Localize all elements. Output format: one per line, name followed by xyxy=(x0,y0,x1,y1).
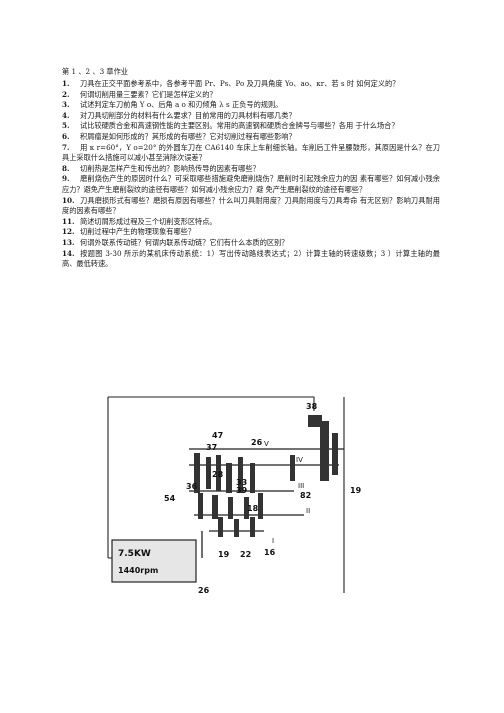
question-item: 5. 试比较硬质合金和高速钢性能的主要区别。常用的高速钢和硬质合金牌号与哪些？各用… xyxy=(62,121,440,132)
question-text: 切削热是怎样产生和传出的？影响热传导的因素有哪些？ xyxy=(80,163,260,173)
question-text: 磨削烧伤产生的原因时什么？可采取哪些措施避免磨削烧伤？磨削时引起残余应力的因 素… xyxy=(62,174,440,194)
question-item: 4. 对刀具切削部分的材料有什么要求？目前常用的刀具材料有哪几类？ xyxy=(62,111,440,122)
gear-block xyxy=(216,455,221,491)
question-text: 刀具磨损形式有哪些？磨损有原因有哪些？什么叫刀具耐用度？刀具耐用度与刀具寿命 有… xyxy=(62,195,440,216)
question-item: 14.按题图 3-30 所示的某机床传动系统：1）写出传动路线表达式；2）计算主… xyxy=(62,249,440,270)
motor-speed-label: 1440rpm xyxy=(118,566,158,575)
gear-block xyxy=(238,457,243,493)
gear-block xyxy=(244,497,249,519)
motor: 7.5KW 1440rpm xyxy=(111,539,197,583)
question-text: 何谓外联系传动链？何谓内联系传动链？它们有什么本质的区别？ xyxy=(80,237,289,247)
gear-block xyxy=(250,517,255,537)
shaft-label: II xyxy=(306,507,310,515)
question-number: 8. xyxy=(62,163,70,173)
gear-label: 36 xyxy=(186,482,198,491)
question-text: 刀具在正交平面参考系中，各参考平面 Pr、Ps、Po 及刀具角度 Yo、ao、κ… xyxy=(80,79,400,88)
motor-power-label: 7.5KW xyxy=(118,549,151,559)
gear-label: 82 xyxy=(300,491,311,500)
gear-block xyxy=(218,517,223,537)
gear-block xyxy=(212,495,218,519)
question-number: 9. xyxy=(62,174,70,184)
shaft-label: III xyxy=(298,482,304,490)
question-number: 11. xyxy=(62,216,75,226)
question-item: 11. 简述切屑形成过程及三个切削变形区特点。 xyxy=(62,217,440,228)
question-item: 9.磨削烧伤产生的原因时什么？可采取哪些措施避免磨削烧伤？磨削时引起残余应力的因… xyxy=(62,174,440,195)
shaft-label: I xyxy=(272,537,274,545)
question-number: 14. xyxy=(62,248,75,258)
gear-block xyxy=(228,497,233,519)
question-text: 试述判定车刀前角 Y o、后角 a o 和刃倾角 λ s 正负号的规则。 xyxy=(80,100,283,110)
question-text: 对刀具切削部分的材料有什么要求？目前常用的刀具材料有哪几类？ xyxy=(80,110,296,120)
page-heading: 第 1 、2 、3 章作业 xyxy=(62,67,128,76)
question-number: 2. xyxy=(62,89,70,99)
gear-block xyxy=(290,455,295,481)
question-number: 4. xyxy=(62,110,70,120)
gear-label: 18 xyxy=(247,504,259,513)
question-number: 5. xyxy=(62,121,70,131)
question-text: 简述切屑形成过程及三个切削变形区特点。 xyxy=(80,216,217,226)
question-text: 按题图 3-30 所示的某机床传动系统：1）写出传动路线表达式；2）计算主轴的转… xyxy=(62,248,440,269)
gear-block xyxy=(234,519,239,537)
question-item: 6. 积屑瘤是如何形成的？其形成的有哪些？它对切削过程有哪些影响？ xyxy=(62,132,440,143)
question-text: 积屑瘤是如何形成的？其形成的有哪些？它对切削过程有哪些影响？ xyxy=(80,131,296,141)
question-item: 1. 刀具在正交平面参考系中，各参考平面 Pr、Ps、Po 及刀具角度 Yo、ao… xyxy=(62,79,440,90)
question-number: 1. xyxy=(62,79,70,88)
question-list: 1. 刀具在正交平面参考系中，各参考平面 Pr、Ps、Po 及刀具角度 Yo、ao… xyxy=(62,79,440,270)
gear-block xyxy=(258,493,263,519)
question-text: 切削过程中产生的物理现象有哪些？ xyxy=(80,227,196,237)
question-item: 13. 何谓外联系传动链？何谓内联系传动链？它们有什么本质的区别？ xyxy=(62,238,440,249)
gear-label: 37 xyxy=(206,443,217,452)
shaft-label: V xyxy=(264,440,269,448)
question-item: 12. 切削过程中产生的物理现象有哪些？ xyxy=(62,227,440,238)
transmission-system-diagram: 7.5KW 1440rpm V IV III II I 38 47 26 37 … xyxy=(94,393,394,595)
question-text: 何谓切削用量三要素？它们是怎样定义的？ xyxy=(80,89,217,99)
gear-label: 26 xyxy=(251,438,263,447)
gear-block xyxy=(308,415,322,427)
gear-block xyxy=(320,421,329,481)
gear-label: 47 xyxy=(212,431,223,440)
gear-block xyxy=(198,493,203,519)
gear-label: 22 xyxy=(240,550,251,559)
gear-label: 54 xyxy=(164,494,176,503)
gear-block xyxy=(226,463,232,493)
gear-block xyxy=(194,453,200,493)
question-number: 3. xyxy=(62,100,70,110)
question-number: 12. xyxy=(62,227,75,237)
shaft-labels: V IV III II I xyxy=(264,440,310,545)
shaft-label: IV xyxy=(296,456,303,464)
gear-label: 19 xyxy=(350,486,362,495)
question-number: 10. xyxy=(62,195,75,205)
question-item: 2. 何谓切削用量三要素？它们是怎样定义的？ xyxy=(62,90,440,101)
gear-block xyxy=(206,457,211,489)
gear-label: 16 xyxy=(264,548,276,557)
question-text: 试比较硬质合金和高速钢性能的主要区别。常用的高速钢和硬质合金牌号与哪些？各用 于… xyxy=(80,121,399,131)
gears xyxy=(194,415,338,537)
gear-label: 38 xyxy=(306,402,318,411)
gear-label: 39 xyxy=(236,486,248,495)
gear-block xyxy=(250,463,255,493)
question-text: 用 κ r=60°，Y o=20° 的外圆车刀在 CA6140 车床上车削细长轴… xyxy=(62,142,440,163)
question-number: 6. xyxy=(62,131,70,141)
question-number: 7. xyxy=(62,142,70,152)
gear-block xyxy=(332,433,338,475)
question-number: 13. xyxy=(62,237,75,247)
gear-label: 33 xyxy=(236,478,247,487)
question-item: 7.用 κ r=60°，Y o=20° 的外圆车刀在 CA6140 车床上车削细… xyxy=(62,143,440,164)
gear-label: 28 xyxy=(212,470,224,479)
question-item: 8. 切削热是怎样产生和传出的？影响热传导的因素有哪些？ xyxy=(62,164,440,175)
question-item: 10.刀具磨损形式有哪些？磨损有原因有哪些？什么叫刀具耐用度？刀具耐用度与刀具寿… xyxy=(62,196,440,217)
gear-label: 26 xyxy=(198,586,210,595)
gear-tooth-labels: 38 47 26 37 28 36 33 39 82 54 18 19 22 1… xyxy=(164,402,362,595)
question-item: 3. 试述判定车刀前角 Y o、后角 a o 和刃倾角 λ s 正负号的规则。 xyxy=(62,100,440,111)
gear-label: 19 xyxy=(218,550,230,559)
